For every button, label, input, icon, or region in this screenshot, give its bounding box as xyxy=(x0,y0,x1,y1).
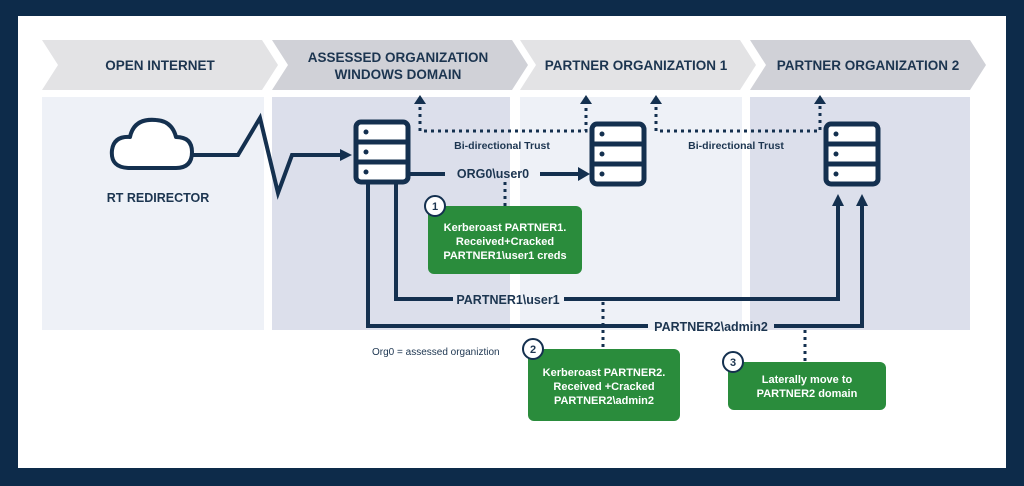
partner1-path-b xyxy=(564,202,840,301)
partner2-admin2-label: PARTNER2\admin2 xyxy=(654,320,768,334)
partner2-path-a xyxy=(366,183,648,328)
step-3-box xyxy=(728,362,886,410)
redirector-link xyxy=(192,112,346,200)
step-3-number: 3 xyxy=(730,357,736,369)
header-assessed-org-line1: ASSESSED ORGANIZATION xyxy=(308,50,489,65)
header-partner-1: PARTNER ORGANIZATION 1 xyxy=(545,58,728,73)
step-1-callout: 1 Kerberoast PARTNER1. Received+Cracked … xyxy=(424,195,582,274)
cloud-icon xyxy=(109,117,194,170)
trust-label-2: Bi-directional Trust xyxy=(688,140,784,152)
step-2-line-1: Kerberoast PARTNER2. xyxy=(543,367,666,379)
partner1-user1-label: PARTNER1\user1 xyxy=(456,293,559,307)
header-open-internet: OPEN INTERNET xyxy=(105,58,215,73)
step-1-line-2: Received+Cracked xyxy=(456,236,554,248)
header-band: OPEN INTERNET ASSESSED ORGANIZATION WIND… xyxy=(42,40,986,90)
trust-line-2 xyxy=(654,100,822,133)
org0-user0-label: ORG0\user0 xyxy=(457,167,529,181)
step-2-badge xyxy=(522,338,544,360)
server-icon-assessed-org xyxy=(356,122,408,182)
step-2-line-2: Received +Cracked xyxy=(553,381,654,393)
header-chevron-assessed-org xyxy=(272,40,528,90)
partner2-path-b xyxy=(774,202,864,328)
step-1-badge xyxy=(424,195,446,217)
header-assessed-org-line2: WINDOWS DOMAIN xyxy=(335,67,462,82)
footnote: Org0 = assessed organiztion xyxy=(372,347,500,358)
step-1-line-1: Kerberoast PARTNER1. xyxy=(444,222,567,234)
header-chevron-partner-1 xyxy=(520,40,756,90)
step-1-box xyxy=(428,206,582,274)
step-2-box xyxy=(528,349,680,421)
header-partner-2: PARTNER ORGANIZATION 2 xyxy=(777,58,960,73)
step-3-line-1: Laterally move to xyxy=(762,374,853,386)
step-1-number: 1 xyxy=(432,201,438,213)
rt-redirector-label: RT REDIRECTOR xyxy=(107,191,210,205)
partner1-path-a xyxy=(394,183,453,301)
step-3-callout: 3 Laterally move to PARTNER2 domain xyxy=(722,351,886,410)
step-1-line-3: PARTNER1\user1 creds xyxy=(443,250,566,262)
step-3-line-2: PARTNER2 domain xyxy=(757,388,858,400)
server-icon-partner-2 xyxy=(826,124,878,184)
org0-arrowhead xyxy=(578,167,590,181)
step-2-line-3: PARTNER2\admin2 xyxy=(554,395,654,407)
trust-lines xyxy=(418,100,822,133)
header-chevron-partner-2 xyxy=(750,40,986,90)
partner2-arrowhead xyxy=(856,194,868,206)
trust-line-1 xyxy=(418,100,588,133)
step-2-number: 2 xyxy=(530,344,536,356)
step-2-callout: 2 Kerberoast PARTNER2. Received +Cracked… xyxy=(522,338,680,421)
header-chevron-open-internet xyxy=(42,40,278,90)
partner1-arrowhead xyxy=(832,194,844,206)
step-3-badge xyxy=(722,351,744,373)
trust-label-1: Bi-directional Trust xyxy=(454,140,550,152)
trust-arrowheads xyxy=(414,95,826,104)
server-icon-partner-1 xyxy=(592,124,644,184)
redirector-link-arrowhead xyxy=(340,149,352,161)
